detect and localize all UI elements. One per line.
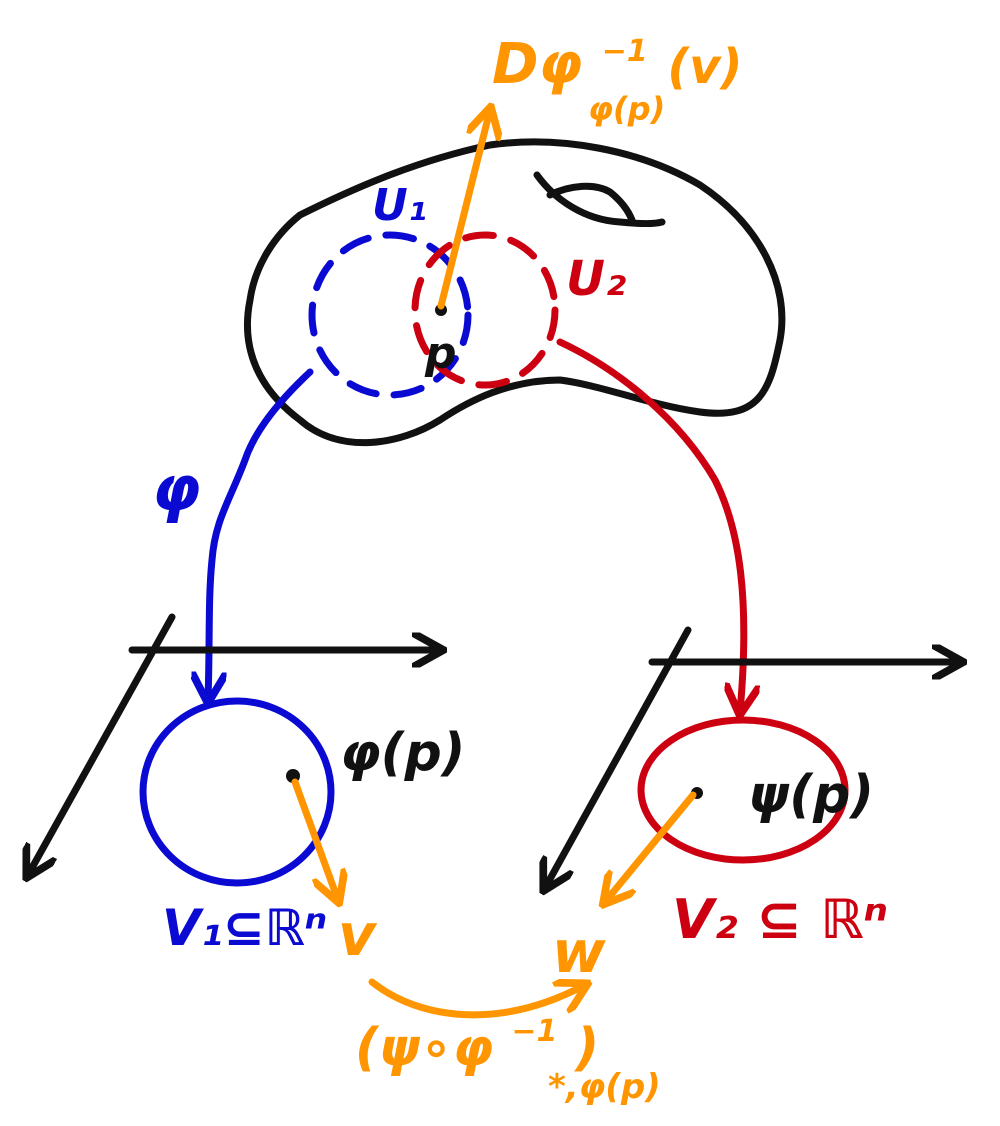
left-axis-diagonal bbox=[28, 613, 176, 875]
label-w: w bbox=[552, 918, 606, 986]
label-u2: U₂ bbox=[566, 251, 626, 307]
vector-w-arrow bbox=[605, 791, 697, 902]
chart-image-v1 bbox=[139, 697, 335, 887]
label-v1: V₁⊆ℝⁿ bbox=[162, 899, 327, 957]
vector-v-arrow bbox=[291, 778, 338, 900]
right-axis-diagonal bbox=[545, 626, 692, 888]
label-v: v bbox=[338, 901, 378, 969]
pushforward-top-label: Dφ −1 (v) bbox=[492, 10, 742, 97]
label-phi: φ bbox=[152, 452, 201, 525]
pushforward-top-subscript: φ(p) bbox=[588, 90, 665, 128]
manifold-handle bbox=[533, 171, 666, 227]
label-p: p bbox=[424, 328, 457, 379]
chart-domain-u2 bbox=[411, 231, 559, 389]
manifold-outline bbox=[243, 138, 786, 447]
label-psi-p: ψ(p) bbox=[748, 765, 874, 825]
label-u1: U₁ bbox=[372, 180, 427, 231]
label-transition: (ψ∘φ −1 ) bbox=[355, 994, 599, 1078]
chart-map-psi-arrow bbox=[556, 338, 744, 712]
chart-image-v2 bbox=[637, 716, 849, 864]
chart-map-phi-arrow bbox=[208, 368, 314, 700]
transition-pushforward-arrow bbox=[368, 978, 585, 1019]
label-v2: V₂ ⊆ ℝⁿ bbox=[672, 888, 888, 951]
chart-domain-u1 bbox=[308, 231, 472, 399]
label-phi-p: φ(p) bbox=[340, 723, 465, 783]
manifold-handle-inner bbox=[546, 182, 636, 224]
tangent-vector-at-p bbox=[437, 110, 490, 310]
label-transition-subscript: *,φ(p) bbox=[548, 1067, 661, 1107]
